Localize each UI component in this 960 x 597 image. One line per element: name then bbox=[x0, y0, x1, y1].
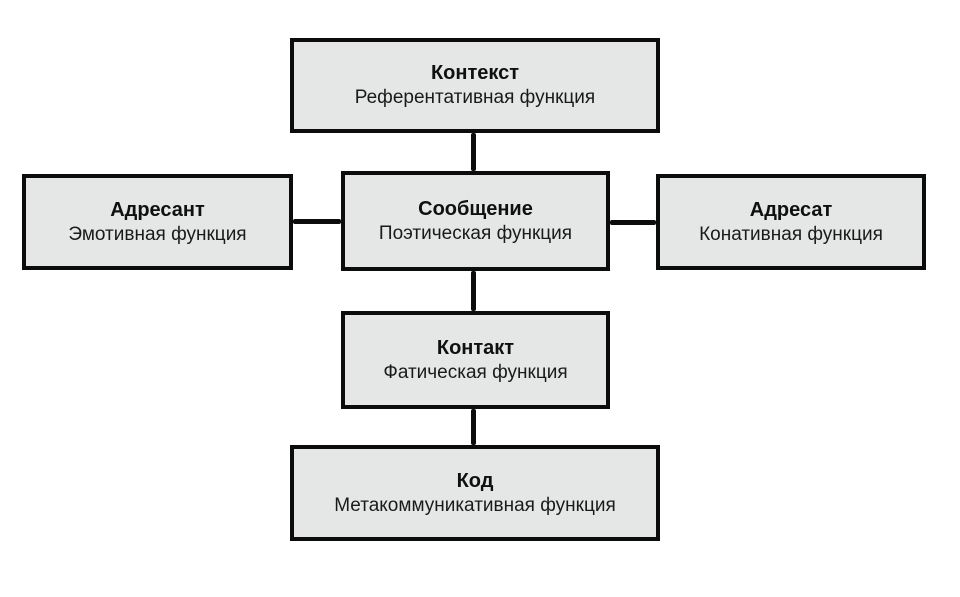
node-contact-title: Контакт bbox=[436, 336, 515, 359]
node-context-subtitle: Референтативная функция bbox=[354, 87, 596, 109]
connector-addresser-message bbox=[293, 219, 341, 224]
node-context-title: Контекст bbox=[430, 62, 520, 85]
node-context: Контекст Референтативная функция bbox=[290, 38, 660, 133]
node-addresser: Адресант Эмотивная функция bbox=[22, 174, 293, 270]
node-message-title: Сообщение bbox=[418, 197, 533, 220]
node-code-title: Код bbox=[456, 469, 494, 492]
node-message: Сообщение Поэтическая функция bbox=[341, 171, 610, 271]
node-message-subtitle: Поэтическая функция bbox=[378, 222, 573, 244]
node-addresser-title: Адресант bbox=[110, 198, 205, 221]
node-code: Код Метакоммуникативная функция bbox=[290, 445, 660, 541]
connector-contact-code bbox=[471, 409, 476, 445]
node-contact: Контакт Фатическая функция bbox=[341, 311, 610, 409]
node-code-subtitle: Метакоммуникативная функция bbox=[334, 494, 616, 516]
node-addressee-title: Адресат bbox=[749, 198, 833, 221]
connector-context-message bbox=[471, 133, 476, 171]
node-addressee-subtitle: Конативная функция bbox=[699, 223, 883, 245]
connector-message-addressee bbox=[610, 220, 656, 225]
connector-message-contact bbox=[471, 271, 476, 311]
node-addressee: Адресат Конативная функция bbox=[656, 174, 926, 270]
node-contact-subtitle: Фатическая функция bbox=[383, 361, 568, 383]
node-addresser-subtitle: Эмотивная функция bbox=[68, 223, 247, 245]
